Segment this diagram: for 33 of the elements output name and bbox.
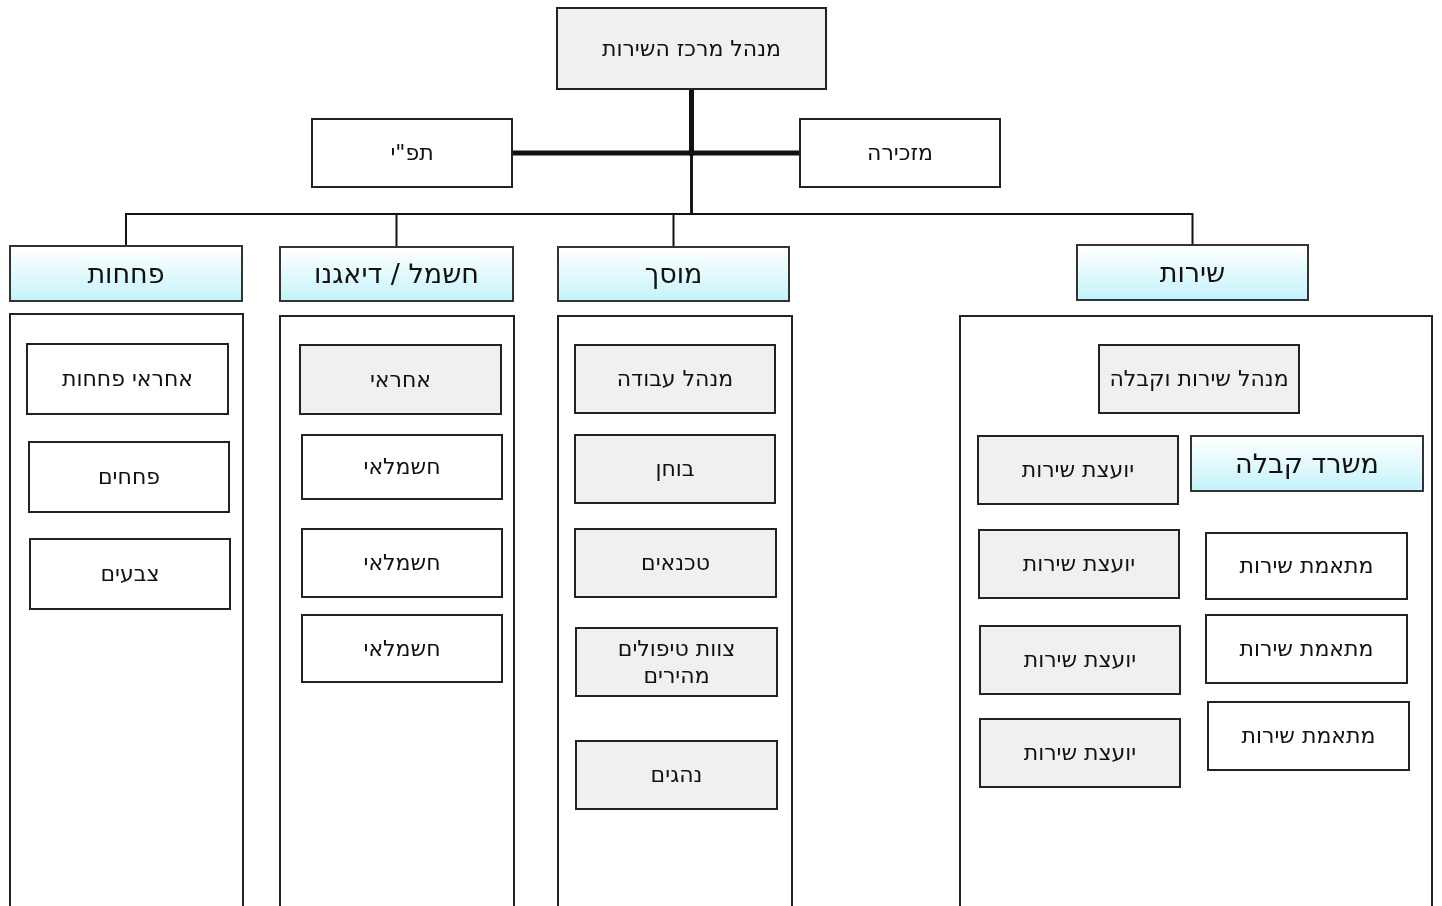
role-box: תפ"י <box>311 118 513 188</box>
role-box: מתאמת שירות <box>1207 701 1410 771</box>
manager-box: מנהל מרכז השירות <box>556 7 827 90</box>
role-box: חשמלאי <box>301 434 503 500</box>
department-panel <box>279 315 515 906</box>
role-box: אחראי פחחות <box>26 343 229 415</box>
role-box: יועצת שירות <box>979 718 1181 788</box>
role-box: חשמלאי <box>301 614 503 683</box>
role-box: מתאמת שירות <box>1205 614 1408 684</box>
role-box: מנהל עבודה <box>574 344 776 414</box>
role-box: יועצת שירות <box>978 529 1180 599</box>
department-panel <box>959 315 1433 906</box>
connector-line <box>513 90 694 156</box>
role-box: מנהל שירות וקבלה <box>1098 344 1300 414</box>
role-box: אחראי <box>299 344 502 415</box>
department-panel <box>557 315 793 906</box>
role-box: צבעים <box>29 538 231 610</box>
department-header: חשמל / דיאגנו <box>279 246 514 302</box>
role-box: צוות טיפולים מהירים <box>575 627 778 697</box>
role-box: טכנאים <box>574 528 777 598</box>
role-box: חשמלאי <box>301 528 503 598</box>
section-header: משרד קבלה <box>1190 435 1424 492</box>
department-header: מוסך <box>557 246 790 302</box>
role-box: בוחן <box>574 434 776 504</box>
role-box: יועצת שירות <box>977 435 1179 505</box>
role-box: מתאמת שירות <box>1205 532 1408 600</box>
role-box: מזכירה <box>799 118 1001 188</box>
role-box: יועצת שירות <box>979 625 1181 695</box>
role-box: נהגים <box>575 740 778 810</box>
department-header: שירות <box>1076 244 1309 301</box>
role-box: פחחים <box>28 441 230 513</box>
department-panel <box>9 313 244 906</box>
department-header: פחחות <box>9 245 243 302</box>
